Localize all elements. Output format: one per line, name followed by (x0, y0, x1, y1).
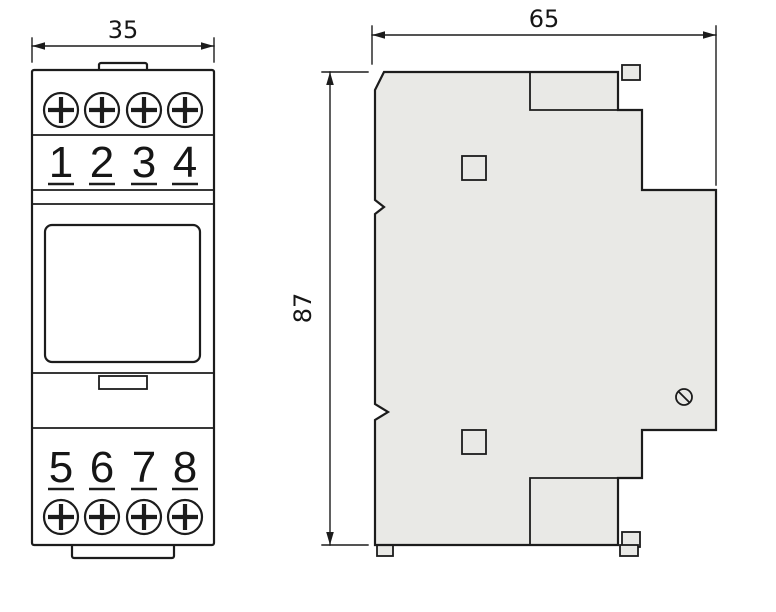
arrowhead-right (703, 31, 716, 39)
terminal-screw (125, 91, 163, 129)
face-step-line-top (529, 71, 619, 111)
face-step-line-bottom (529, 477, 619, 546)
arrowhead-right (201, 42, 214, 50)
mounting-foot-right (619, 544, 639, 557)
side-body (373, 64, 718, 557)
clip-screw-slot (677, 390, 691, 404)
bottom-terminal-screws (42, 498, 204, 536)
side-width-label: 65 (529, 5, 560, 33)
screw-head (42, 91, 80, 129)
terminal-number: 1 (49, 138, 73, 187)
screw-head (83, 91, 121, 129)
arrowhead-left (372, 31, 385, 39)
display-window (43, 223, 202, 364)
front-body (30, 61, 216, 560)
side-width-dimension: 65 (371, 5, 717, 186)
terminal-number: 2 (90, 138, 114, 187)
arrowhead-bottom (326, 532, 334, 545)
mounting-foot-left (376, 544, 394, 557)
front-view: 35 (30, 16, 216, 560)
square-hole-top (461, 155, 487, 181)
seal-tab (98, 375, 148, 390)
clip-screw-detail (675, 388, 693, 406)
screw-head (42, 498, 80, 536)
front-width-label: 35 (108, 16, 139, 44)
terminal-screw (166, 498, 204, 536)
screw-head (166, 498, 204, 536)
terminal-number: 6 (90, 443, 114, 492)
screw-head (166, 91, 204, 129)
top-terminal-numbers: 1 2 3 4 (48, 138, 198, 187)
side-profile-outline (373, 70, 718, 547)
top-terminal-screws (42, 91, 204, 129)
screw-head (83, 498, 121, 536)
side-height-label: 87 (289, 293, 317, 324)
terminal-screw (42, 91, 80, 129)
terminal-number: 3 (132, 138, 156, 187)
terminal-number: 4 (173, 138, 197, 187)
arrowhead-top (326, 72, 334, 85)
arrowhead-left (32, 42, 45, 50)
terminal-number: 8 (173, 443, 197, 492)
screw-head (125, 498, 163, 536)
terminal-number: 7 (132, 443, 156, 492)
side-screw-top (621, 64, 641, 81)
bottom-terminal-numbers: 5 6 7 8 (48, 443, 198, 492)
front-width-dimension: 35 (31, 16, 215, 63)
side-height-dimension: 87 (289, 71, 369, 546)
terminal-number: 5 (49, 443, 73, 492)
terminal-screw (83, 498, 121, 536)
terminal-screw (83, 91, 121, 129)
side-view: 65 87 (289, 5, 718, 557)
screw-head (125, 91, 163, 129)
terminal-screw (42, 498, 80, 536)
terminal-screw (125, 498, 163, 536)
square-hole-bottom (461, 429, 487, 455)
clip-screw-head (675, 388, 693, 406)
terminal-screw (166, 91, 204, 129)
